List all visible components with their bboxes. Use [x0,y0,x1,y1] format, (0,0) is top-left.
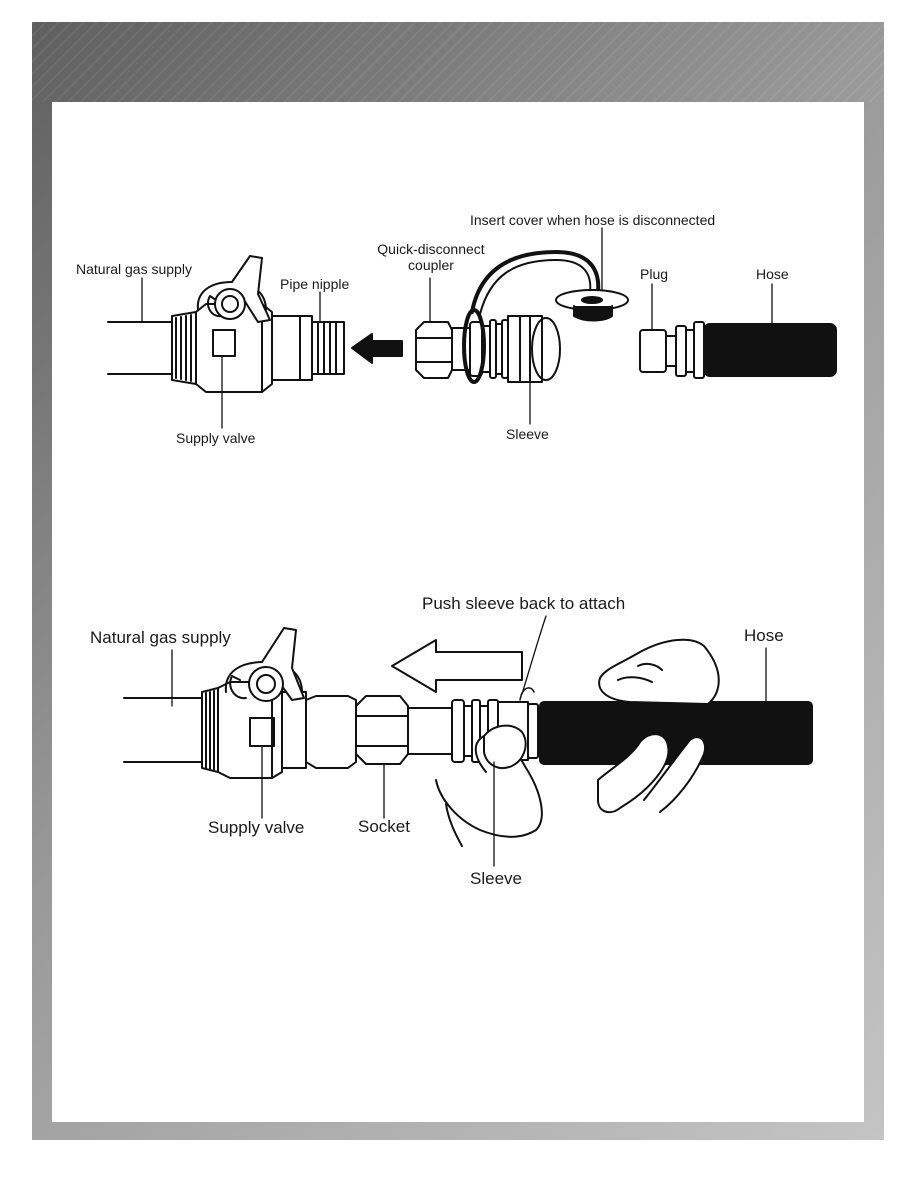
bottom-supply-valve [201,627,357,779]
label-sleeve-top: Sleeve [506,426,549,442]
top-plug [639,321,705,379]
bottom-direction-arrow [391,639,523,693]
label-sleeve-bottom: Sleeve [470,869,522,888]
label-push-sleeve: Push sleeve back to attach [422,594,626,613]
label-plug: Plug [640,266,669,282]
top-tether-and-cover [470,250,629,322]
label-quick-disconnect-line2: coupler [408,257,454,273]
top-supply-valve [171,255,345,393]
label-natural-gas-supply-top: Natural gas supply [76,261,192,277]
bottom-socket [355,695,453,765]
hand-pushing-sleeve [435,724,543,847]
header-band [32,22,884,102]
label-insert-cover: Insert cover when hose is disconnected [470,212,716,228]
label-pipe-nipple: Pipe nipple [280,276,350,292]
label-hose-top: Hose [756,266,789,282]
label-quick-disconnect-line1: Quick-disconnect [377,241,485,257]
hand-holding-hose [597,638,720,814]
label-hose-bottom: Hose [744,626,784,645]
content-panel [52,102,864,1122]
label-supply-valve-bottom: Supply valve [208,818,305,837]
top-supply-pipe [107,321,173,375]
label-supply-valve-top: Supply valve [176,430,256,446]
label-natural-gas-supply-bottom: Natural gas supply [90,628,231,647]
top-direction-arrow [351,333,403,364]
bottom-hose [539,701,813,765]
top-leader-lines [141,227,773,429]
bottom-supply-pipe [123,697,203,763]
label-socket: Socket [358,817,410,836]
label-quick-disconnect-coupler: Quick-disconnect coupler [366,241,496,273]
bottom-leader-lines [171,615,767,867]
top-hose [703,323,837,377]
top-quick-disconnect-coupler [415,308,561,384]
